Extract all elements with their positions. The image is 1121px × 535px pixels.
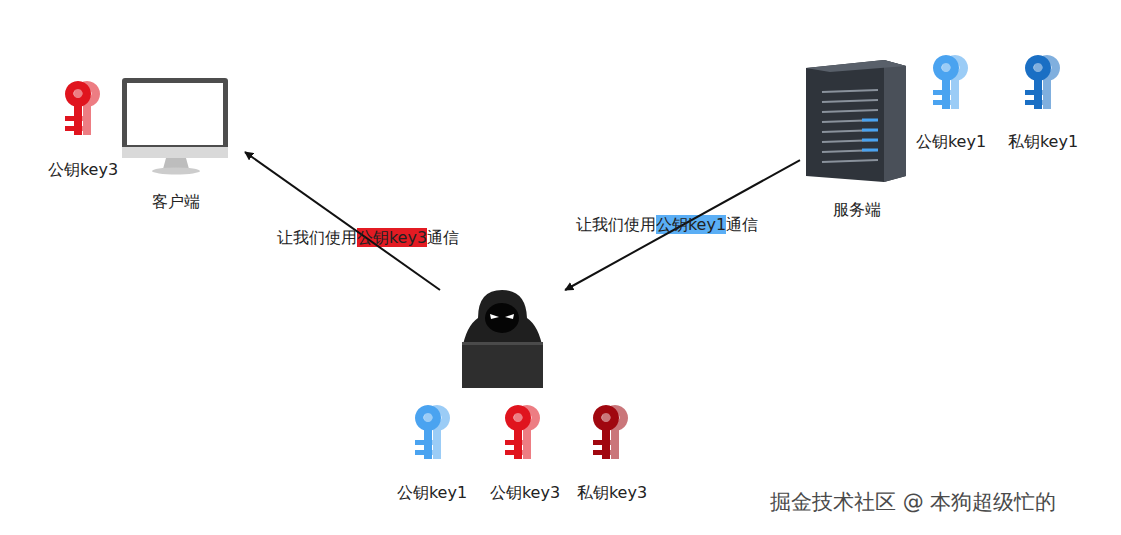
attacker-node: 公钥key1 公钥key3 私钥key3 xyxy=(385,290,660,505)
key-label: 私钥key3 xyxy=(577,483,647,503)
arrow-connector xyxy=(245,152,440,290)
key-label: 公钥key1 xyxy=(916,132,986,152)
hacker-icon xyxy=(462,290,543,388)
client-node: 公钥key3 客户端 xyxy=(40,70,245,215)
key-icon xyxy=(415,405,450,459)
key-icon xyxy=(933,55,968,109)
server-icon xyxy=(806,60,906,182)
key-icon xyxy=(65,81,100,135)
monitor-icon xyxy=(122,78,228,175)
key-label: 公钥key3 xyxy=(48,160,118,180)
key-label: 私钥key1 xyxy=(1008,132,1078,152)
server-node: 公钥key1 私钥key1 服务端 xyxy=(800,50,1090,222)
watermark: 掘金技术社区 @ 本狗超级忙的 xyxy=(770,488,1056,516)
key-icon xyxy=(593,405,628,459)
key-icon xyxy=(505,405,540,459)
key-label: 公钥key3 xyxy=(490,483,560,503)
arrow-connector xyxy=(565,160,800,290)
key-icon xyxy=(1025,55,1060,109)
edge-label: 让我们使用公钥key1通信 xyxy=(576,215,758,235)
edge-label: 让我们使用公钥key3通信 xyxy=(277,228,459,248)
node-caption: 客户端 xyxy=(152,192,200,212)
key-label: 公钥key1 xyxy=(397,483,467,503)
node-caption: 服务端 xyxy=(833,200,881,220)
